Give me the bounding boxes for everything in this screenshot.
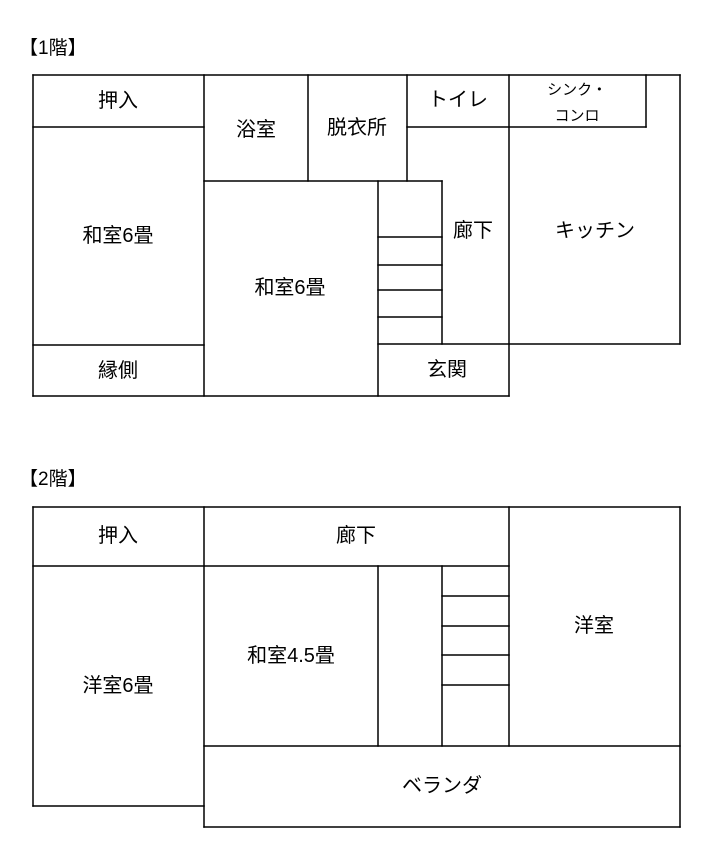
room-label-2f-rouka: 廊下 — [336, 524, 376, 547]
room-label-2f-washitsu-4-5: 和室4.5畳 — [247, 644, 335, 667]
room-label-1f-washitsu-6-left: 和室6畳 — [82, 224, 153, 247]
room-label-1f-sink-konro-line1: シンク・ — [547, 82, 607, 99]
room-label-2f-veranda: ベランダ — [402, 774, 482, 797]
room-label-1f-washitsu-6-center: 和室6畳 — [254, 276, 325, 299]
room-label-1f-engawa: 縁側 — [98, 359, 138, 382]
room-label-1f-datsuijo: 脱衣所 — [327, 116, 387, 139]
room-label-1f-kitchen: キッチン — [555, 220, 635, 242]
floor-title-2f: 【2階】 — [19, 469, 87, 490]
room-label-1f-genkan: 玄関 — [427, 358, 467, 381]
room-label-1f-sink-konro-line2: コンロ — [554, 108, 599, 125]
room-label-2f-oshiire: 押入 — [98, 524, 138, 547]
room-label-1f-rouka: 廊下 — [453, 219, 493, 242]
room-label-2f-yoshitsu: 洋室 — [574, 614, 614, 637]
floor-title-1f: 【1階】 — [19, 38, 87, 59]
room-label-1f-yokushitsu: 浴室 — [236, 118, 276, 141]
room-label-1f-toilet: トイレ — [428, 89, 488, 111]
room-label-2f-yoshitsu-6: 洋室6畳 — [82, 674, 153, 697]
room-label-1f-oshiire: 押入 — [98, 89, 138, 112]
